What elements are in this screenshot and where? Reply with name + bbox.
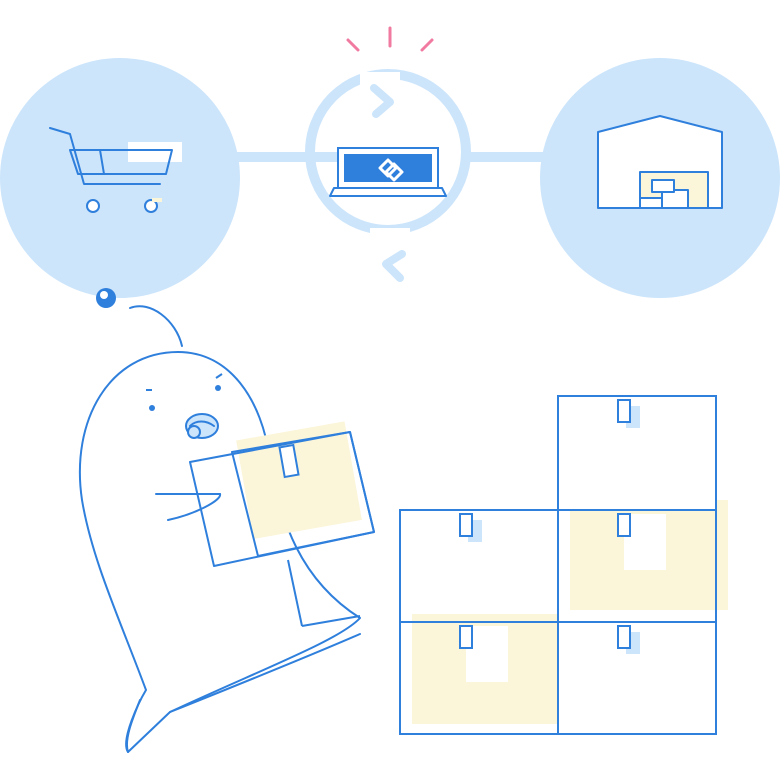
box-tape xyxy=(459,625,473,649)
sync-arrow-top-icon xyxy=(370,84,394,118)
box-tape xyxy=(617,513,631,537)
laptop-node xyxy=(305,26,471,282)
box-stack xyxy=(399,395,728,735)
sync-arrow-bottom-icon xyxy=(382,250,406,282)
seal-face xyxy=(146,373,223,439)
box-tape xyxy=(617,399,631,423)
warehouse-node xyxy=(540,58,780,298)
seal-antenna xyxy=(96,288,183,347)
laptop-icon xyxy=(329,147,447,197)
connector-lines xyxy=(230,152,550,162)
stacked-box xyxy=(557,621,717,735)
stacked-box xyxy=(557,500,728,623)
seal-eye-right xyxy=(215,385,221,391)
diamond-logo-icon xyxy=(378,158,404,182)
shopping-cart-icon xyxy=(49,127,182,213)
seal-flipper xyxy=(169,633,361,713)
seal-mascot xyxy=(78,288,375,753)
warehouse-icon xyxy=(597,115,723,209)
seal-eye-left xyxy=(149,405,155,411)
connector-left xyxy=(230,152,340,162)
stacked-box xyxy=(399,614,568,735)
cart-node xyxy=(0,58,240,298)
seal-tail-flipper xyxy=(126,699,141,753)
box-tape xyxy=(459,513,473,537)
seal-held-package-icon xyxy=(189,421,375,627)
box-tape xyxy=(617,625,631,649)
stacked-box xyxy=(399,509,559,623)
seal-whisker xyxy=(155,493,221,521)
connector-right xyxy=(470,152,550,162)
cart-node-circle xyxy=(0,58,240,298)
burst-icon xyxy=(346,26,434,52)
stacked-box xyxy=(557,395,717,511)
